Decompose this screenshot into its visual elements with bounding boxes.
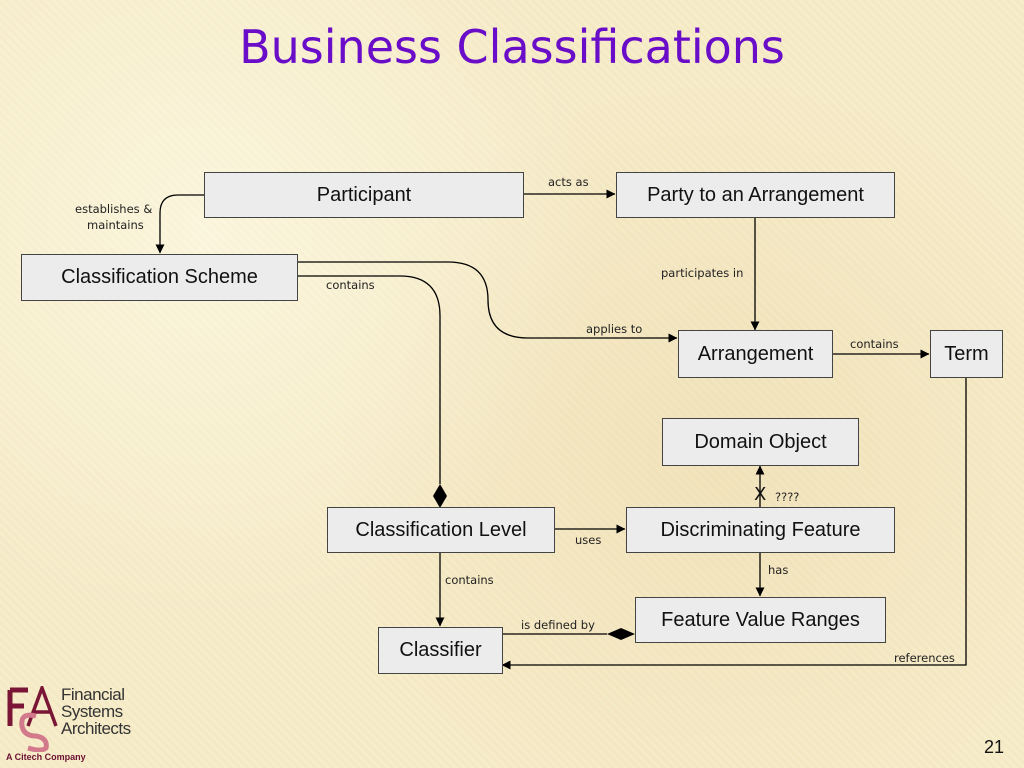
party-box[interactable]: Party to an Arrangement xyxy=(616,172,895,218)
classification-scheme-box[interactable]: Classification Scheme xyxy=(21,254,298,301)
logo-line-2: Systems xyxy=(61,702,123,721)
line-establishes xyxy=(155,194,204,254)
page-number: 21 xyxy=(983,737,1004,757)
page-title: Business Classifications xyxy=(239,20,785,74)
fsa-logo: Financial Systems Architects A Citech Co… xyxy=(6,686,156,766)
label-participates-in: participates in xyxy=(661,266,744,280)
diamond-level xyxy=(433,484,447,508)
label-unknown: ???? xyxy=(775,490,800,504)
line-scheme-contains xyxy=(297,275,441,484)
label-contains-level: contains xyxy=(445,573,494,587)
label-contains-term: contains xyxy=(850,337,899,351)
label-contains-scheme: contains xyxy=(326,278,375,292)
line-references xyxy=(501,378,967,670)
logo-tagline: A Citech Company xyxy=(6,752,86,762)
line-applies-to xyxy=(297,261,678,343)
domain-object-box[interactable]: Domain Object xyxy=(662,418,859,466)
fsa-monogram xyxy=(7,686,58,752)
label-acts-as: acts as xyxy=(548,175,589,189)
label-x-mark: X xyxy=(754,484,767,505)
classifier-box[interactable]: Classifier xyxy=(378,627,503,674)
feature-value-ranges-box[interactable]: Feature Value Ranges xyxy=(635,597,886,643)
classification-level-box[interactable]: Classification Level xyxy=(327,507,555,553)
label-applies-to: applies to xyxy=(586,322,643,336)
logo-line-1: Financial xyxy=(61,685,125,704)
label-maintains: maintains xyxy=(87,218,144,232)
label-is-defined-by: is defined by xyxy=(521,618,595,632)
logo-text: Financial Systems Architects xyxy=(61,686,131,737)
term-box[interactable]: Term xyxy=(930,330,1003,378)
label-uses: uses xyxy=(575,533,602,547)
arrangement-box[interactable]: Arrangement xyxy=(678,330,833,378)
logo-line-3: Architects xyxy=(61,719,131,738)
discriminating-feature-box[interactable]: Discriminating Feature xyxy=(626,507,895,553)
label-establishes: establishes & xyxy=(75,202,153,216)
participant-box[interactable]: Participant xyxy=(204,172,524,218)
label-has: has xyxy=(768,563,789,577)
label-references: references xyxy=(894,651,955,665)
diamond-ranges xyxy=(607,628,635,640)
